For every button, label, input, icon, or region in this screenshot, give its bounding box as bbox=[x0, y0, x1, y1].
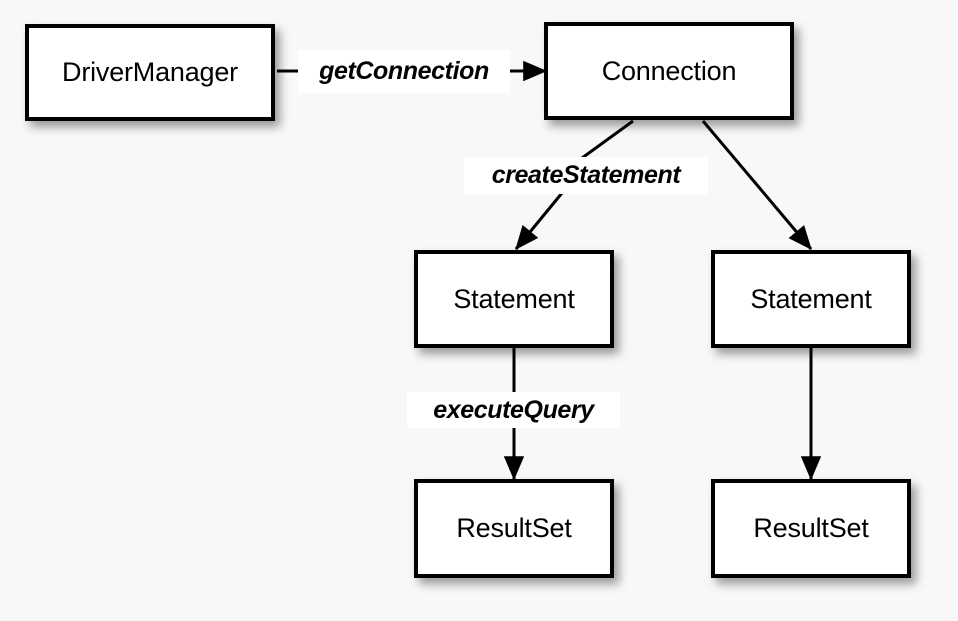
edge-label-get-connection: getConnection bbox=[298, 50, 510, 93]
node-statement-right[interactable]: Statement bbox=[711, 250, 911, 348]
edge-label-execute-query: executeQuery bbox=[407, 392, 620, 428]
edge-create-statement-2-line bbox=[701, 120, 813, 250]
node-resultset-left[interactable]: ResultSet bbox=[414, 479, 614, 578]
node-resultset-right[interactable]: ResultSet bbox=[711, 479, 911, 578]
node-connection-label: Connection bbox=[601, 55, 737, 86]
node-statement-left-label: Statement bbox=[453, 283, 575, 314]
edge-create-statement-upper bbox=[581, 119, 634, 160]
node-resultset-left-label: ResultSet bbox=[456, 513, 572, 543]
node-statement-right-label: Statement bbox=[750, 283, 872, 314]
node-driver-manager-label: DriverManager bbox=[62, 57, 238, 87]
node-driver-manager[interactable]: DriverManager bbox=[25, 24, 275, 121]
edge-create-statement-lower bbox=[514, 192, 564, 250]
edge-label-create-statement: createStatement bbox=[464, 157, 708, 194]
node-resultset-right-label: ResultSet bbox=[753, 513, 869, 543]
node-statement-left[interactable]: Statement bbox=[414, 250, 614, 348]
node-connection[interactable]: Connection bbox=[544, 22, 794, 120]
